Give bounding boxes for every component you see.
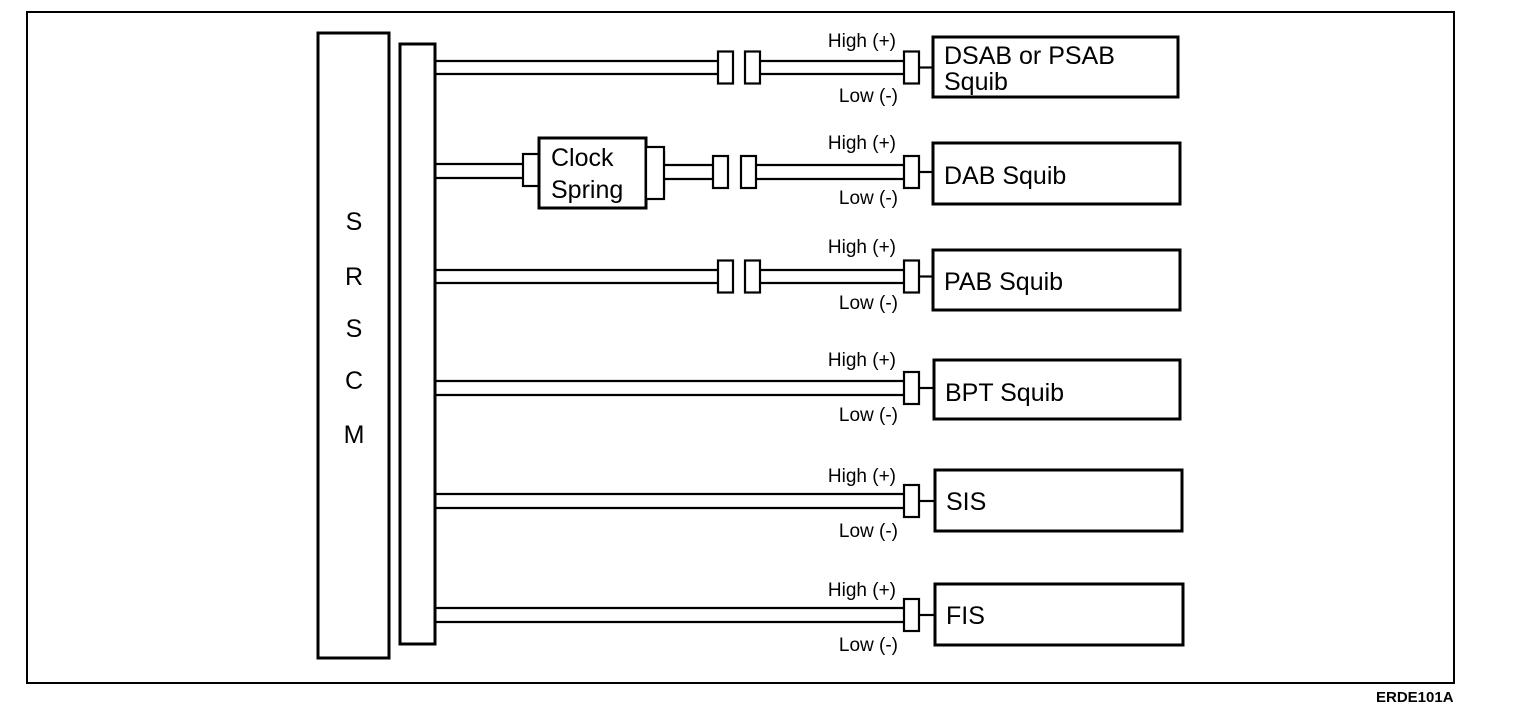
module-letter: S <box>346 315 363 343</box>
squib-connector <box>902 370 921 406</box>
clock-spring-label-line2: Spring <box>551 176 623 204</box>
high-label: High (+) <box>828 31 896 52</box>
clock-spring-input-connector <box>521 152 542 188</box>
low-label: Low (-) <box>839 635 898 656</box>
squib-label: BPT Squib <box>945 379 1064 407</box>
high-label: High (+) <box>828 466 896 487</box>
srscm-module-box <box>316 31 391 660</box>
high-label: High (+) <box>828 580 896 601</box>
srscm-letters: S R S C M <box>344 208 365 449</box>
clock-spring-label-line1: Clock <box>551 144 614 172</box>
squib-connector <box>902 597 921 633</box>
high-label: High (+) <box>828 133 896 154</box>
squib-box-sis <box>933 468 1184 533</box>
clock-spring-box <box>537 136 648 210</box>
module-letter: R <box>345 263 363 291</box>
figure-code: ERDE101A <box>1376 689 1454 706</box>
squib-connector <box>902 483 921 519</box>
clock-spring: Clock Spring <box>521 136 666 210</box>
high-label: High (+) <box>828 350 896 371</box>
squib-connector <box>902 50 921 85</box>
low-label: Low (-) <box>839 188 898 209</box>
squib-label: PAB Squib <box>944 268 1063 296</box>
squib-box-dsab <box>931 35 1180 99</box>
squib-box-fis <box>933 582 1185 647</box>
inline-connector-left <box>716 259 735 294</box>
inline-connector-right <box>739 154 758 190</box>
squib-box-bpt <box>932 358 1182 421</box>
low-label: Low (-) <box>839 405 898 426</box>
squib-label-line2: Squib <box>944 68 1008 96</box>
diagram-frame <box>26 11 1455 684</box>
module-connector-bar <box>398 42 437 646</box>
squib-label: FIS <box>946 602 985 630</box>
module-letter: M <box>344 421 365 449</box>
squib-connector <box>902 259 921 294</box>
clock-spring-output-connector <box>644 145 666 201</box>
squib-connector <box>902 154 921 190</box>
module-letter: S <box>346 208 363 236</box>
inline-connector-right <box>743 50 762 85</box>
squib-label: DAB Squib <box>944 162 1066 190</box>
squib-box-pab <box>931 248 1182 312</box>
squib-label: SIS <box>946 488 986 516</box>
inline-connector-left <box>716 50 735 85</box>
low-label: Low (-) <box>839 293 898 314</box>
inline-connector-left <box>711 154 730 190</box>
squib-box-dab <box>931 141 1182 206</box>
inline-connector-right <box>743 259 762 294</box>
high-label: High (+) <box>828 237 896 258</box>
low-label: Low (-) <box>839 521 898 542</box>
low-label: Low (-) <box>839 86 898 107</box>
module-letter: C <box>345 367 363 395</box>
squib-label: DSAB or PSAB <box>944 42 1115 70</box>
